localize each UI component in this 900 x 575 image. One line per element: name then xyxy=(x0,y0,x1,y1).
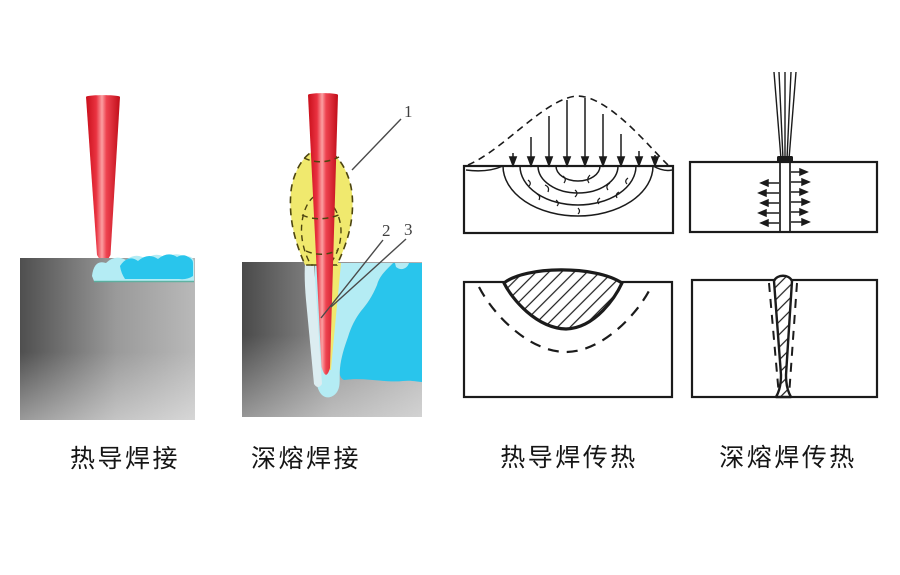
laser-beam xyxy=(308,93,338,375)
lateral-heat-arrows xyxy=(757,167,811,228)
melt-pool-dark xyxy=(120,254,193,280)
laser-beam xyxy=(86,95,120,262)
haz-dashed-right xyxy=(788,282,798,397)
leader-line-3 xyxy=(330,238,407,308)
weld-pool-hatched xyxy=(502,268,624,331)
caption-conduction-welding: 热导焊接 xyxy=(69,446,181,473)
melt-pool-dark xyxy=(339,263,422,382)
leader-line-1 xyxy=(351,118,402,171)
haz-dashed-boundary xyxy=(478,286,652,354)
caption-deep-penetration-heat-transfer: 深熔焊传热 xyxy=(719,445,857,472)
melt-pool-notch xyxy=(395,263,409,270)
caption-deep-penetration-welding: 深熔焊接 xyxy=(250,446,362,473)
laser-beam-lines xyxy=(773,71,797,160)
diagram-keyhole-weld-cross-section xyxy=(690,274,879,399)
heat-flux-arrows xyxy=(508,98,660,168)
weld-seam-hatched xyxy=(772,274,794,399)
workpiece-sheen xyxy=(20,352,195,420)
caption-conduction-heat-transfer: 热导焊传热 xyxy=(500,445,638,472)
callout-1: 1 xyxy=(404,102,413,121)
keyhole-wall-left xyxy=(304,263,322,387)
workpiece-outline xyxy=(688,160,879,234)
panel-conduction-welding xyxy=(20,95,195,420)
diagram-keyhole-heat-transfer xyxy=(688,71,879,234)
isotherm-arcs xyxy=(465,165,673,217)
workpiece-outline xyxy=(462,164,675,235)
keyhole-channel xyxy=(779,162,791,231)
callout-3: 3 xyxy=(404,220,413,239)
haz-dashed-left xyxy=(768,282,780,397)
callout-2: 2 xyxy=(382,221,391,240)
grain-texture xyxy=(527,174,629,215)
panel-deep-penetration-welding xyxy=(242,93,422,417)
gaussian-intensity-curve xyxy=(467,95,669,166)
plasma-plume-inner xyxy=(300,194,342,266)
leader-line-2 xyxy=(320,239,384,319)
callout-leader-lines xyxy=(320,118,407,319)
diagram-conduction-weld-cross-section xyxy=(462,268,674,399)
wavefront-dashes xyxy=(301,156,342,255)
diagram-conduction-heat-transfer xyxy=(462,95,675,235)
beam-entry-knot xyxy=(777,156,793,163)
